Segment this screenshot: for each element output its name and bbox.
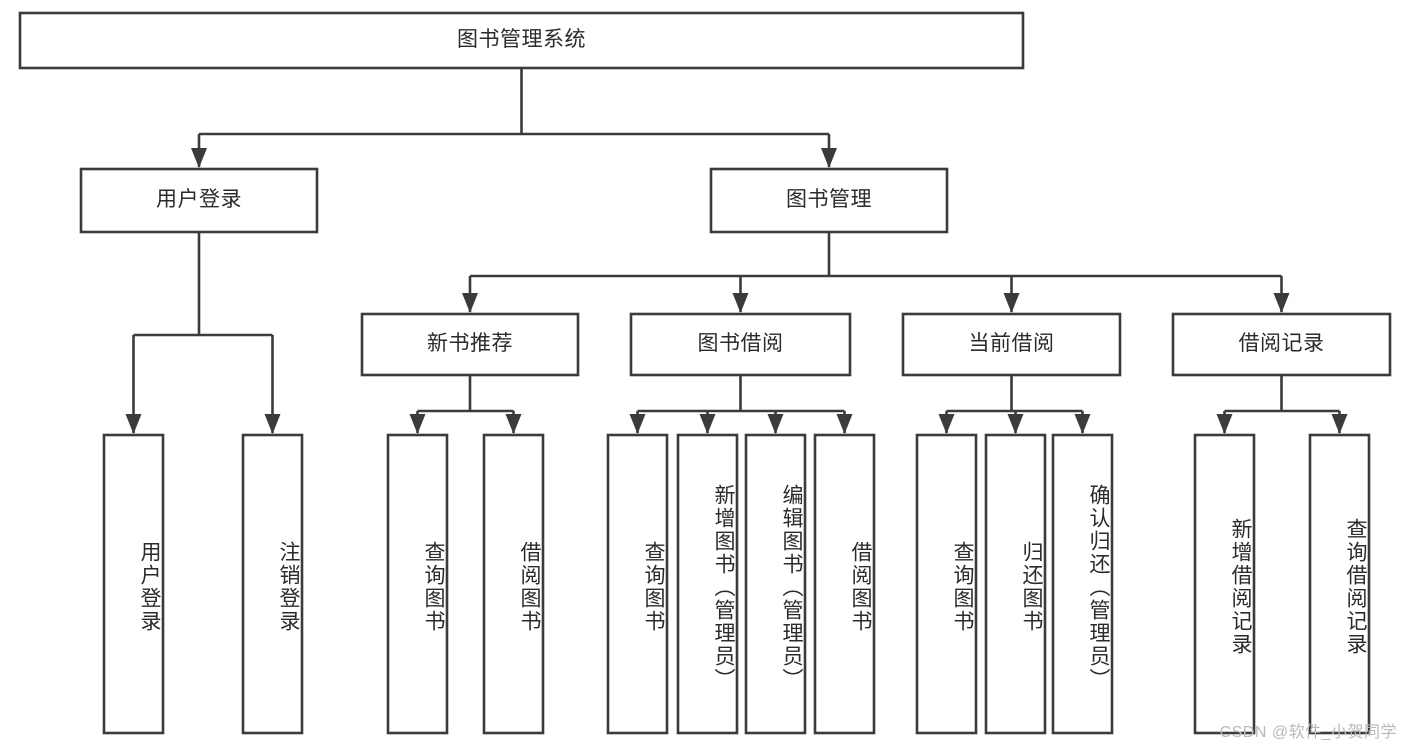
- arrow-head: [462, 293, 478, 313]
- leaf-leaf-edit-book-admin: [744, 433, 807, 735]
- arrow-head: [505, 414, 522, 434]
- arrow-head: [1003, 293, 1020, 313]
- node-book-management: [709, 167, 949, 234]
- leaf-leaf-logout: [241, 433, 304, 735]
- arrow-head: [629, 414, 646, 434]
- arrow-head: [264, 414, 281, 434]
- arrow-head: [699, 414, 716, 434]
- arrow-head: [1216, 414, 1233, 434]
- arrow-head: [1007, 414, 1024, 434]
- arrow-head: [1331, 414, 1348, 434]
- arrow-head: [821, 148, 837, 168]
- csdn-watermark: CSDN @软件_小贺同学: [1219, 724, 1397, 741]
- arrow-head: [125, 414, 142, 434]
- edges-layer: [125, 68, 1348, 434]
- node-borrow-record: [1171, 312, 1392, 377]
- node-new-book-recommend: [360, 312, 580, 377]
- leaf-leaf-confirm-return-admin: [1051, 433, 1114, 735]
- arrow-head: [732, 293, 749, 313]
- leaf-leaf-return-book: [984, 433, 1047, 735]
- node-book-borrow: [629, 312, 852, 377]
- leaf-leaf-add-book-admin: [676, 433, 739, 735]
- arrow-head: [836, 414, 853, 434]
- arrow-head: [1074, 414, 1091, 434]
- leaf-leaf-borrow-book: [813, 433, 876, 735]
- leaf-leaf-user-login: [102, 433, 165, 735]
- node-current-borrow: [901, 312, 1122, 377]
- arrow-head: [191, 148, 207, 168]
- arrow-head: [1273, 293, 1290, 313]
- leaf-leaf-query-borrow-record: [1308, 433, 1371, 735]
- boxes-layer: [18, 11, 1392, 735]
- arrow-head: [409, 414, 426, 434]
- leaf-leaf-add-borrow-record: [1193, 433, 1256, 735]
- arrow-head: [767, 414, 784, 434]
- leaf-leaf-query-books-borrow: [606, 433, 669, 735]
- arrow-head: [938, 414, 955, 434]
- node-user-login: [79, 167, 319, 234]
- leaf-leaf-query-books-current: [915, 433, 978, 735]
- leaf-leaf-query-books-recommend: [386, 433, 449, 735]
- node-root: [18, 11, 1025, 70]
- leaf-leaf-borrow-books-recommend: [482, 433, 545, 735]
